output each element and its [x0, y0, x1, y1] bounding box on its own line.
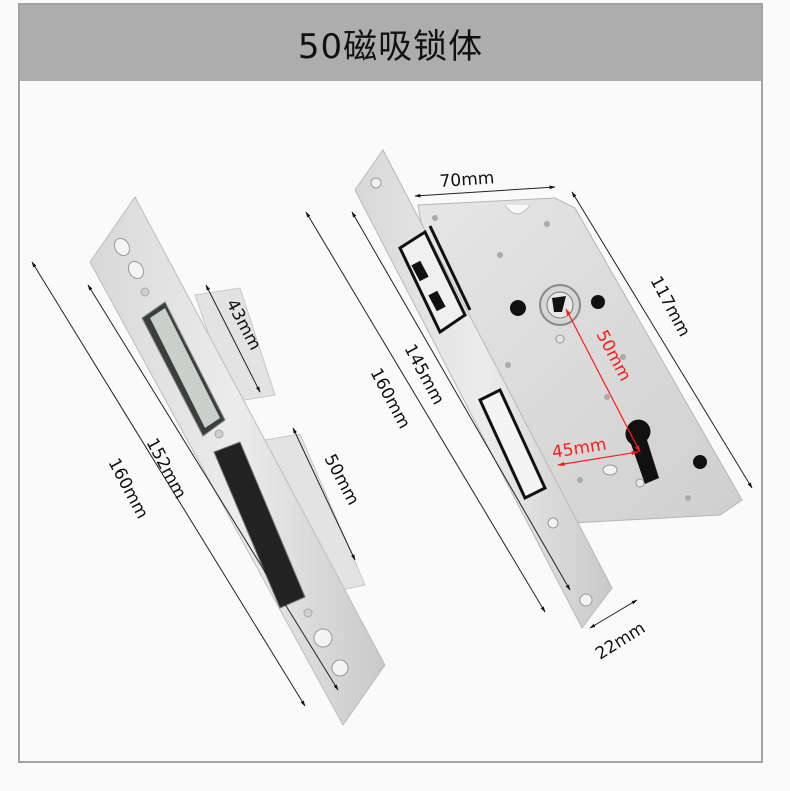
- dim-line-117: [571, 191, 753, 489]
- label-body-70: 70mm: [439, 168, 495, 192]
- dim-line-43: [205, 284, 261, 393]
- label-strike-160: 160mm: [104, 455, 152, 522]
- dim-line-50-red: [565, 308, 641, 453]
- label-strike-152: 152mm: [142, 435, 190, 502]
- title-banner: 50磁吸锁体: [20, 5, 761, 81]
- label-body-160: 160mm: [366, 365, 414, 432]
- dim-line-70: [414, 185, 556, 198]
- lock-body: [354, 149, 743, 629]
- dim-line-145: [351, 211, 571, 591]
- label-body-117: 117mm: [646, 273, 694, 340]
- dim-line-152: [87, 284, 339, 691]
- dim-line-22: [589, 599, 638, 629]
- dim-line-45-red: [557, 450, 639, 467]
- page-title: 50磁吸锁体: [297, 26, 484, 67]
- label-body-22: 22mm: [592, 618, 649, 664]
